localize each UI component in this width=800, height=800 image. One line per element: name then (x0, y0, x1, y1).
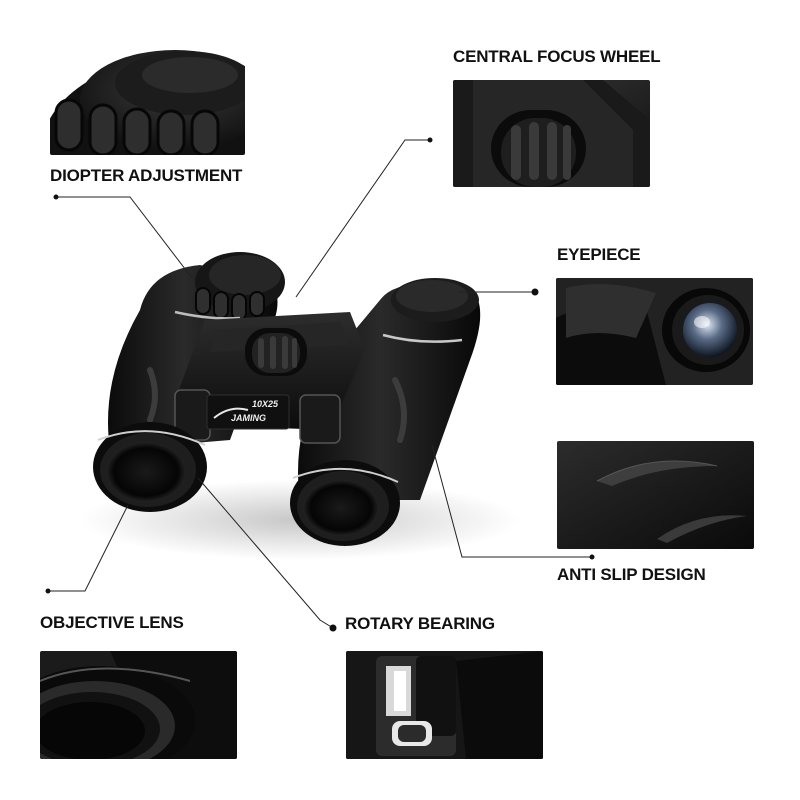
eyepiece-detail-image (556, 278, 753, 385)
diopter-adjustment-label: DIOPTER ADJUSTMENT (50, 166, 243, 185)
eyepiece-label: EYEPIECE (557, 245, 641, 264)
objective-lens-label: OBJECTIVE LENS (40, 613, 184, 632)
objective-lens-detail-image (40, 651, 237, 759)
brand-label: JAMING (231, 413, 267, 423)
rotary-bearing-detail-image (346, 651, 543, 759)
anti-slip-detail-image (557, 441, 754, 549)
rotary-bearing-label: ROTARY BEARING (345, 614, 495, 633)
central-focus-wheel-label: CENTRAL FOCUS WHEEL (453, 47, 661, 66)
focus-wheel-detail-image (453, 80, 650, 187)
anti-slip-design-label: ANTI SLIP DESIGN (557, 565, 706, 584)
model-label: 10X25 (252, 399, 279, 409)
callout-lines (48, 139, 592, 629)
diopter-detail-image (50, 45, 245, 155)
